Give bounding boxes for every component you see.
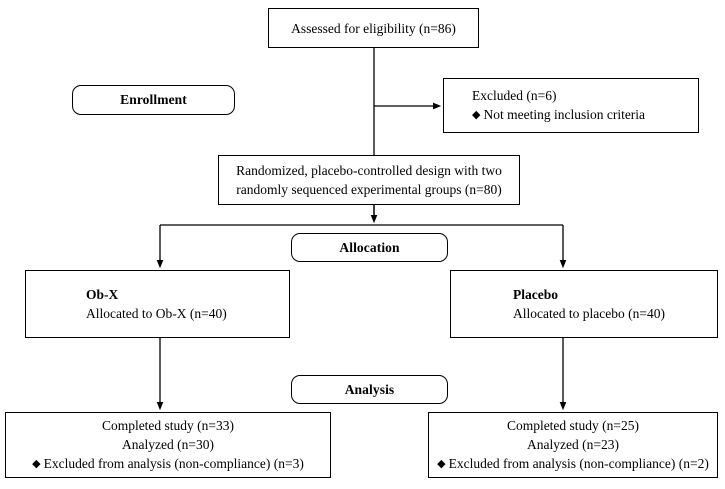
analysis-right-bullet-line: ◆Excluded from analysis (non-compliance)…: [437, 454, 709, 474]
box-allocation-ob-x: Ob-X Allocated to Ob-X (n=40): [25, 270, 290, 338]
stage-label-enrollment: Enrollment: [72, 85, 235, 115]
analysis-right-line-1: Completed study (n=25): [506, 418, 640, 433]
analysis-right-line-3: Excluded from analysis (non-compliance) …: [448, 456, 709, 471]
analysis-left-line-2: Analyzed (n=30): [122, 437, 214, 452]
box-excluded: Excluded (n=6) ◆Not meeting inclusion cr…: [443, 78, 699, 133]
excluded-bullet-line: ◆Not meeting inclusion criteria: [472, 105, 698, 125]
box-assessed-for-eligibility: Assessed for eligibility (n=86): [268, 8, 479, 48]
box-allocation-placebo: Placebo Allocated to placebo (n=40): [450, 270, 718, 338]
analysis-left-bullet-line: ◆Excluded from analysis (non-compliance)…: [32, 454, 304, 474]
stage-label-allocation-text: Allocation: [339, 239, 400, 255]
allocation-right-line-1: Allocated to placebo (n=40): [513, 306, 665, 321]
box-randomized: Randomized, placebo-controlled design wi…: [218, 155, 520, 205]
diamond-bullet-icon: ◆: [32, 458, 41, 470]
excluded-line-1: Excluded (n=6): [472, 88, 557, 103]
randomized-line-1: Randomized, placebo-controlled design wi…: [236, 163, 502, 178]
stage-label-analysis: Analysis: [291, 375, 448, 404]
randomized-line-2: randomly sequenced experimental groups (…: [236, 182, 502, 197]
excluded-line-2: Not meeting inclusion criteria: [483, 107, 646, 122]
analysis-right-line-2: Analyzed (n=23): [527, 437, 619, 452]
diamond-bullet-icon: ◆: [437, 458, 446, 470]
analysis-left-line-1: Completed study (n=33): [101, 418, 235, 433]
box-analysis-placebo: Completed study (n=25) Analyzed (n=23) ◆…: [428, 412, 718, 478]
allocation-left-title: Ob-X: [86, 287, 119, 302]
stage-label-allocation: Allocation: [291, 233, 448, 262]
analysis-left-line-3: Excluded from analysis (non-compliance) …: [43, 456, 304, 471]
stage-label-analysis-text: Analysis: [344, 381, 395, 397]
diamond-bullet-icon: ◆: [472, 109, 481, 121]
allocation-right-title: Placebo: [513, 287, 558, 302]
assessed-line-1: Assessed for eligibility (n=86): [291, 20, 456, 36]
stage-label-enrollment-text: Enrollment: [120, 92, 187, 107]
box-analysis-ob-x: Completed study (n=33) Analyzed (n=30) ◆…: [5, 412, 331, 478]
allocation-left-line-1: Allocated to Ob-X (n=40): [86, 306, 227, 321]
